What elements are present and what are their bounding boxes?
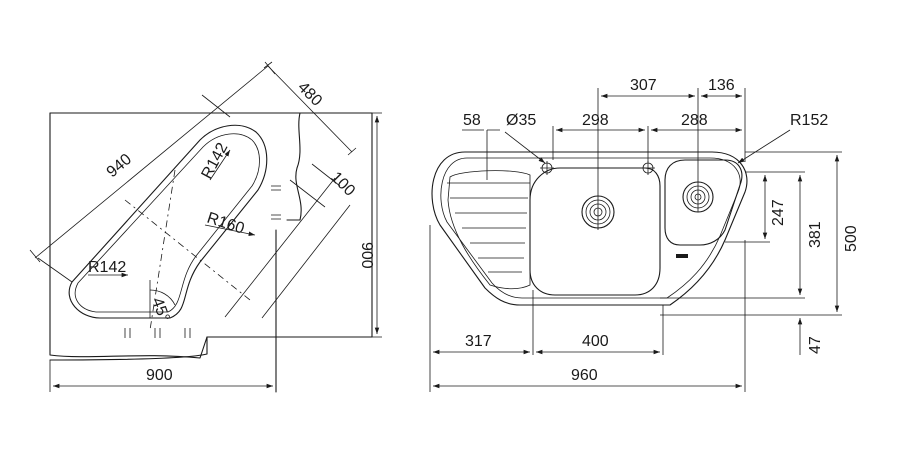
dim-288: 288	[681, 112, 708, 129]
radius-r142-bottom: R142	[88, 259, 126, 276]
dim-480: 480	[294, 79, 325, 110]
radius-r160: R160	[205, 210, 247, 238]
drainboard	[447, 170, 531, 290]
dim-307: 307	[630, 77, 657, 94]
tap-hole-icon	[641, 161, 655, 175]
sink-outer-outline	[68, 124, 268, 319]
dim-136: 136	[708, 77, 735, 94]
sink-top-outline	[431, 151, 748, 306]
countertop-outline	[49, 112, 302, 221]
dim-hole-diameter: Ø35	[506, 112, 536, 129]
dim-960: 960	[571, 367, 598, 384]
radius-r152: R152	[790, 112, 828, 129]
dim-317: 317	[465, 333, 492, 350]
dim-58: 58	[463, 112, 481, 129]
tap-hole-icon	[540, 161, 554, 175]
dim-900-width: 900	[146, 367, 173, 384]
dim-298: 298	[582, 112, 609, 129]
dim-247: 247	[770, 199, 787, 226]
dim-900-height: 900	[358, 242, 375, 269]
dim-500: 500	[843, 225, 860, 252]
overflow-slot	[676, 254, 688, 258]
right-plan-view: 58 Ø35 298 307 136 288 R152 247 381 500 …	[429, 77, 860, 392]
left-plan-view: 940 480 100 R142 R160 R142 45° 900 900	[29, 61, 382, 393]
dim-47: 47	[807, 336, 824, 354]
dim-400: 400	[582, 333, 609, 350]
dim-940: 940	[104, 151, 135, 181]
small-bowl	[664, 159, 743, 246]
main-bowl	[529, 167, 661, 296]
angle-45: 45°	[148, 296, 172, 325]
dim-100: 100	[327, 169, 358, 200]
dim-381: 381	[807, 221, 824, 248]
